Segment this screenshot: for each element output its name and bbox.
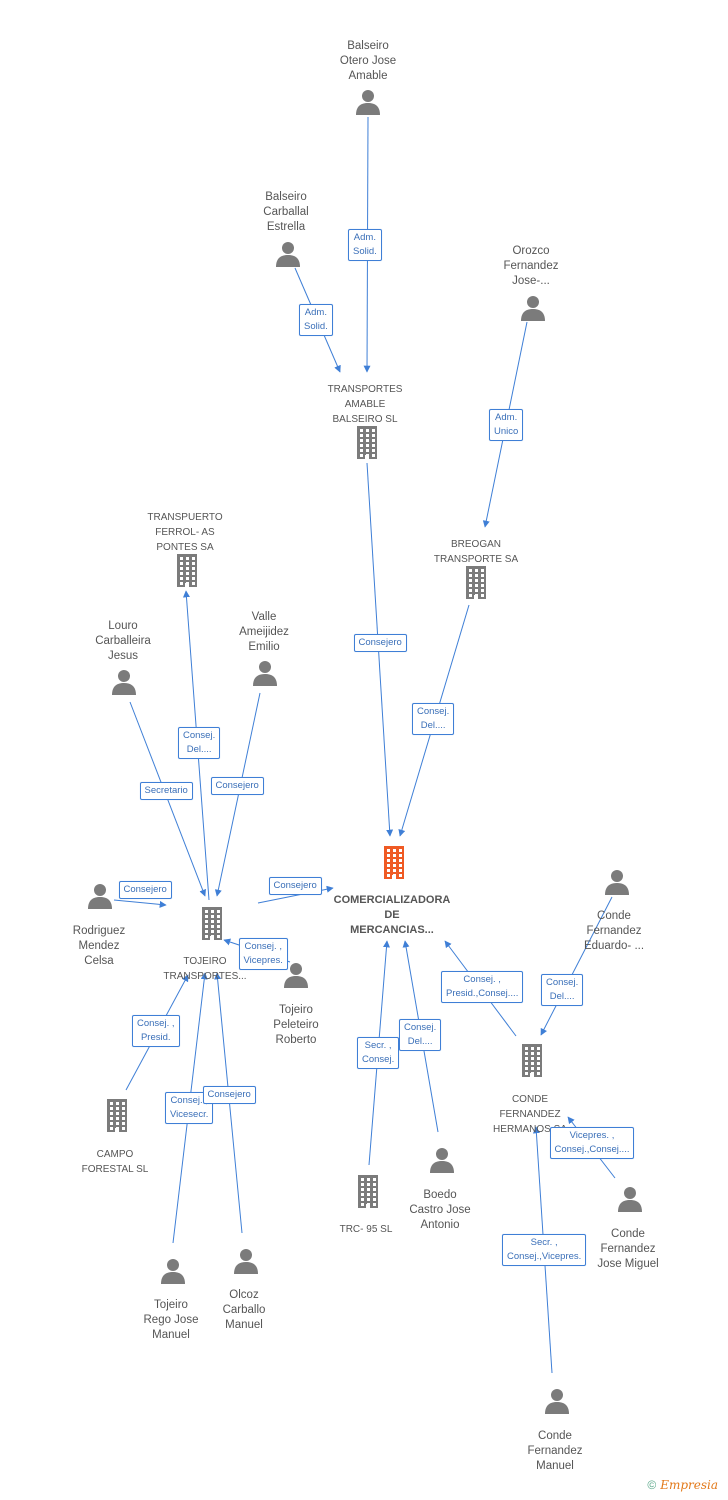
person-icon[interactable]: [232, 1247, 260, 1280]
building-icon[interactable]: [198, 906, 226, 947]
person-icon[interactable]: [543, 1387, 571, 1420]
role-label[interactable]: Consej. , Vicesecr.: [165, 1092, 214, 1124]
edge-line: [113, 899, 167, 908]
building-icon[interactable]: [354, 1174, 382, 1215]
person-icon[interactable]: [282, 961, 310, 994]
role-label[interactable]: Adm. Solid.: [348, 229, 382, 261]
node-label-conde-jose-miguel[interactable]: Conde Fernandez Jose Miguel: [597, 1228, 659, 1270]
node-label-boedo[interactable]: Boedo Castro Jose Antonio: [409, 1189, 471, 1231]
person-icon[interactable]: [86, 882, 114, 915]
person-icon[interactable]: [159, 1257, 187, 1290]
node-label-tojeiro-rego[interactable]: Tojeiro Rego Jose Manuel: [143, 1299, 199, 1341]
empresia-logo: Empresia: [660, 1478, 718, 1492]
node-label-conde-manuel[interactable]: Conde Fernandez Manuel: [527, 1430, 583, 1472]
node-label-valle[interactable]: Valle Ameijidez Emilio: [239, 611, 289, 653]
role-label[interactable]: Consejero: [268, 877, 322, 895]
node-label-main[interactable]: COMERCIALIZADORA DE MERCANCIAS...: [333, 894, 451, 936]
node-label-tojeiro-transportes[interactable]: TOJEIRO TRANSPORTES...: [163, 956, 247, 982]
building-icon[interactable]: [173, 553, 201, 594]
person-icon[interactable]: [251, 659, 279, 692]
role-label[interactable]: Consej. Del....: [399, 1019, 442, 1051]
person-icon[interactable]: [519, 294, 547, 327]
role-label[interactable]: Consejero: [118, 881, 172, 899]
node-label-trc95[interactable]: TRC- 95 SL: [339, 1224, 393, 1235]
node-label-conde-eduardo[interactable]: Conde Fernandez Eduardo- ...: [583, 910, 645, 952]
role-label[interactable]: Consej. , Presid.: [132, 1015, 180, 1047]
role-label[interactable]: Consej. , Presid.,Consej....: [441, 971, 524, 1003]
role-label[interactable]: Secr. , Consej.: [357, 1037, 400, 1069]
building-icon[interactable]: [380, 845, 408, 886]
role-label[interactable]: Consejero: [353, 634, 407, 652]
role-label[interactable]: Consej. , Vicepres.: [238, 938, 288, 970]
node-label-louro[interactable]: Louro Carballeira Jesus: [95, 620, 151, 662]
building-icon[interactable]: [353, 425, 381, 466]
role-label[interactable]: Adm. Unico: [489, 409, 524, 441]
building-icon[interactable]: [462, 565, 490, 606]
building-icon[interactable]: [103, 1098, 131, 1139]
person-icon[interactable]: [274, 240, 302, 273]
node-label-transpuerto[interactable]: TRANSPUERTO FERROL- AS PONTES SA: [147, 512, 223, 553]
role-label[interactable]: Vicepres. , Consej.,Consej....: [549, 1127, 635, 1159]
node-label-rodriguez[interactable]: Rodriguez Mendez Celsa: [72, 925, 126, 967]
node-label-tojeiro-peleteiro[interactable]: Tojeiro Peleteiro Roberto: [273, 1004, 319, 1046]
node-label-campo-forestal[interactable]: CAMPO FORESTAL SL: [81, 1149, 149, 1175]
node-label-orozco[interactable]: Orozco Fernandez Jose-...: [503, 245, 559, 287]
person-icon[interactable]: [616, 1185, 644, 1218]
person-icon[interactable]: [603, 868, 631, 901]
role-label[interactable]: Consej. Del....: [412, 703, 455, 735]
building-icon[interactable]: [518, 1043, 546, 1084]
node-label-balseiro-otero[interactable]: Balseiro Otero Jose Amable: [339, 40, 397, 82]
role-label[interactable]: Consejero: [210, 777, 264, 795]
role-label[interactable]: Secretario: [139, 782, 193, 800]
node-label-transportes-amable[interactable]: TRANSPORTES AMABLE BALSEIRO SL: [327, 384, 403, 425]
person-icon[interactable]: [110, 668, 138, 701]
copyright-symbol: ©: [647, 1478, 657, 1492]
person-icon[interactable]: [428, 1146, 456, 1179]
role-label[interactable]: Consej. Del....: [178, 727, 221, 759]
node-label-olcoz[interactable]: Olcoz Carballo Manuel: [222, 1289, 266, 1331]
footer-brand: ©Empresia: [647, 1478, 718, 1492]
role-label[interactable]: Consej. Del....: [541, 974, 584, 1006]
edge-line: [540, 896, 613, 1036]
node-label-breogan[interactable]: BREOGAN TRANSPORTE SA: [433, 539, 519, 565]
node-label-balseiro-carballal[interactable]: Balseiro Carballal Estrella: [263, 191, 309, 233]
role-label[interactable]: Secr. , Consej.,Vicepres.: [502, 1234, 587, 1266]
role-label[interactable]: Consejero: [202, 1086, 256, 1104]
role-label[interactable]: Adm. Solid.: [299, 304, 333, 336]
person-icon[interactable]: [354, 88, 382, 121]
